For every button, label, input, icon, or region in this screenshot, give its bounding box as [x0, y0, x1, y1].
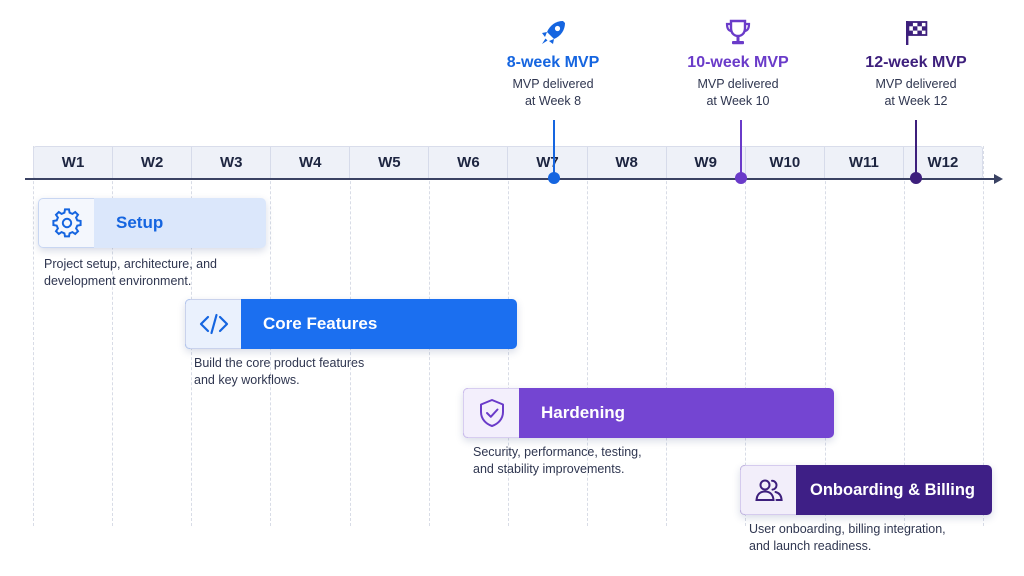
milestone-title: 8-week MVP — [506, 54, 600, 71]
grid-line — [983, 146, 984, 526]
phase-bar-hardening: Hardening — [463, 388, 834, 438]
milestone-subtitle-line: MVP delivered — [697, 77, 779, 91]
users-icon — [754, 479, 783, 501]
milestone-title: 12-week MVP — [865, 54, 967, 71]
bar-icon-box — [185, 299, 241, 349]
checkered-flag-icon — [906, 21, 928, 45]
week-label: W12 — [927, 154, 959, 171]
phase-description: User onboarding, billing integration, an… — [749, 521, 946, 555]
phase-bar-core-features: Core Features — [185, 299, 517, 349]
phase-bar-onboarding-billing: Onboarding & Billing — [740, 465, 992, 515]
milestone-dot-8 — [548, 172, 560, 184]
milestone-subtitle: MVP delivered at Week 8 — [478, 76, 628, 110]
grid-line — [745, 146, 746, 526]
milestone-line-12 — [915, 120, 917, 178]
axis-arrow-icon — [994, 174, 1003, 184]
bar-label: Hardening — [541, 403, 626, 422]
week-label: W1 — [34, 147, 114, 178]
rocket-icon — [542, 21, 565, 44]
milestone-subtitle: MVP delivered at Week 10 — [663, 76, 813, 110]
code-icon — [199, 313, 228, 335]
phase-description: Security, performance, testing, and stab… — [473, 444, 642, 478]
bar-icon-box — [38, 198, 94, 248]
grid-line — [666, 146, 667, 526]
milestone-subtitle-line: MVP delivered — [512, 77, 594, 91]
milestone-subtitle-line: at Week 8 — [524, 94, 582, 108]
milestone-8-week: 8-week MVP MVP delivered at Week 8 — [478, 16, 628, 110]
milestone-10-week: 10-week MVP MVP delivered at Week 10 — [663, 16, 813, 110]
week-label: W5 — [350, 147, 430, 178]
grid-line — [904, 146, 905, 526]
description-line: and launch readiness. — [749, 539, 872, 553]
week-label: W10 — [746, 147, 825, 178]
milestone-subtitle-line: at Week 12 — [884, 94, 948, 108]
phase-description: Project setup, architecture, and develop… — [44, 256, 217, 290]
bar-icon-box — [463, 388, 519, 438]
milestone-12-week: 12-week MVP MVP delivered at Week 12 — [841, 16, 991, 110]
week-label: W8 — [588, 147, 667, 178]
description-line: Build the core product features — [194, 356, 365, 370]
milestone-dot-12 — [910, 172, 922, 184]
grid-line — [587, 146, 588, 526]
bar-label: Onboarding & Billing — [810, 480, 975, 499]
milestone-subtitle: MVP delivered at Week 12 — [841, 76, 991, 110]
milestone-subtitle-line: at Week 10 — [706, 94, 770, 108]
trophy-icon — [725, 19, 751, 45]
milestone-dot-10 — [735, 172, 747, 184]
shield-check-icon — [479, 399, 504, 427]
week-label: W9 — [667, 147, 746, 178]
grid-line — [112, 146, 113, 526]
description-line: development environment. — [44, 274, 192, 288]
gear-icon — [51, 208, 82, 238]
milestone-line-8 — [553, 120, 555, 178]
description-line: Security, performance, testing, — [473, 445, 642, 459]
bar-label: Core Features — [263, 314, 378, 333]
week-label: W4 — [271, 147, 351, 178]
week-label: W11 — [825, 147, 904, 178]
timeline-axis — [25, 178, 997, 180]
week-header: W1 W2 W3 W4 W5 W6 W7 W8 W9 W10 W11 W12 — [33, 146, 983, 179]
milestone-line-10 — [740, 120, 742, 178]
week-label: W6 — [429, 147, 509, 178]
description-line: Project setup, architecture, and — [44, 257, 218, 271]
description-line: and stability improvements. — [473, 462, 625, 476]
week-label: W3 — [192, 147, 272, 178]
week-label: W2 — [113, 147, 193, 178]
bar-label: Setup — [116, 213, 164, 232]
milestone-title: 10-week MVP — [687, 54, 789, 71]
bar-icon-box — [740, 465, 796, 515]
week-label: W7 — [508, 147, 588, 178]
phase-bar-setup: Setup — [38, 198, 266, 248]
description-line: User onboarding, billing integration, — [749, 522, 946, 536]
grid-line — [825, 146, 826, 526]
grid-line — [33, 146, 34, 526]
phase-description: Build the core product features and key … — [194, 355, 364, 389]
description-line: and key workflows. — [194, 373, 300, 387]
milestone-subtitle-line: MVP delivered — [875, 77, 957, 91]
